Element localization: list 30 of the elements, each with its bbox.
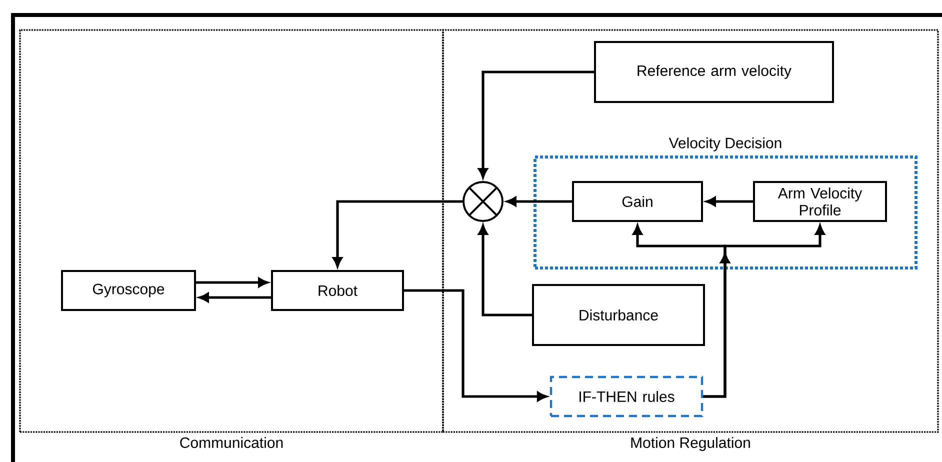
arrow: [196, 278, 268, 288]
arrow: [506, 196, 572, 206]
process-box: [271, 270, 404, 311]
process-box: [594, 41, 834, 103]
process-box: [61, 270, 196, 311]
heading: Velocity Decision: [668, 137, 782, 152]
arrow: [703, 225, 825, 398]
arrow: [332, 200, 462, 267]
dotted-region: [19, 29, 444, 448]
process-box: [753, 181, 887, 222]
arrow: [478, 70, 594, 178]
box-label: IF-THEN rules: [580, 390, 674, 402]
arrow: [199, 292, 271, 302]
dotted-group-box: [534, 137, 918, 270]
box-label: Disturbance: [580, 309, 658, 320]
process-box: [532, 284, 705, 346]
arrow: [404, 289, 547, 402]
summing-junction: [462, 181, 504, 222]
dashed-box: [550, 376, 704, 418]
heading: Communication: [180, 437, 283, 448]
box-label: Gain: [622, 196, 652, 207]
process-box: [572, 181, 703, 222]
dotted-region: [442, 29, 939, 451]
arrow: [706, 196, 753, 206]
box-label: Gyroscope: [93, 284, 164, 298]
box-label: Arm Velocity Profile: [778, 187, 862, 216]
heading: Motion Regulation: [631, 437, 750, 451]
box-label: Robot: [318, 284, 358, 296]
box-label: Reference arm velocity: [638, 65, 792, 79]
arrow: [478, 225, 532, 316]
